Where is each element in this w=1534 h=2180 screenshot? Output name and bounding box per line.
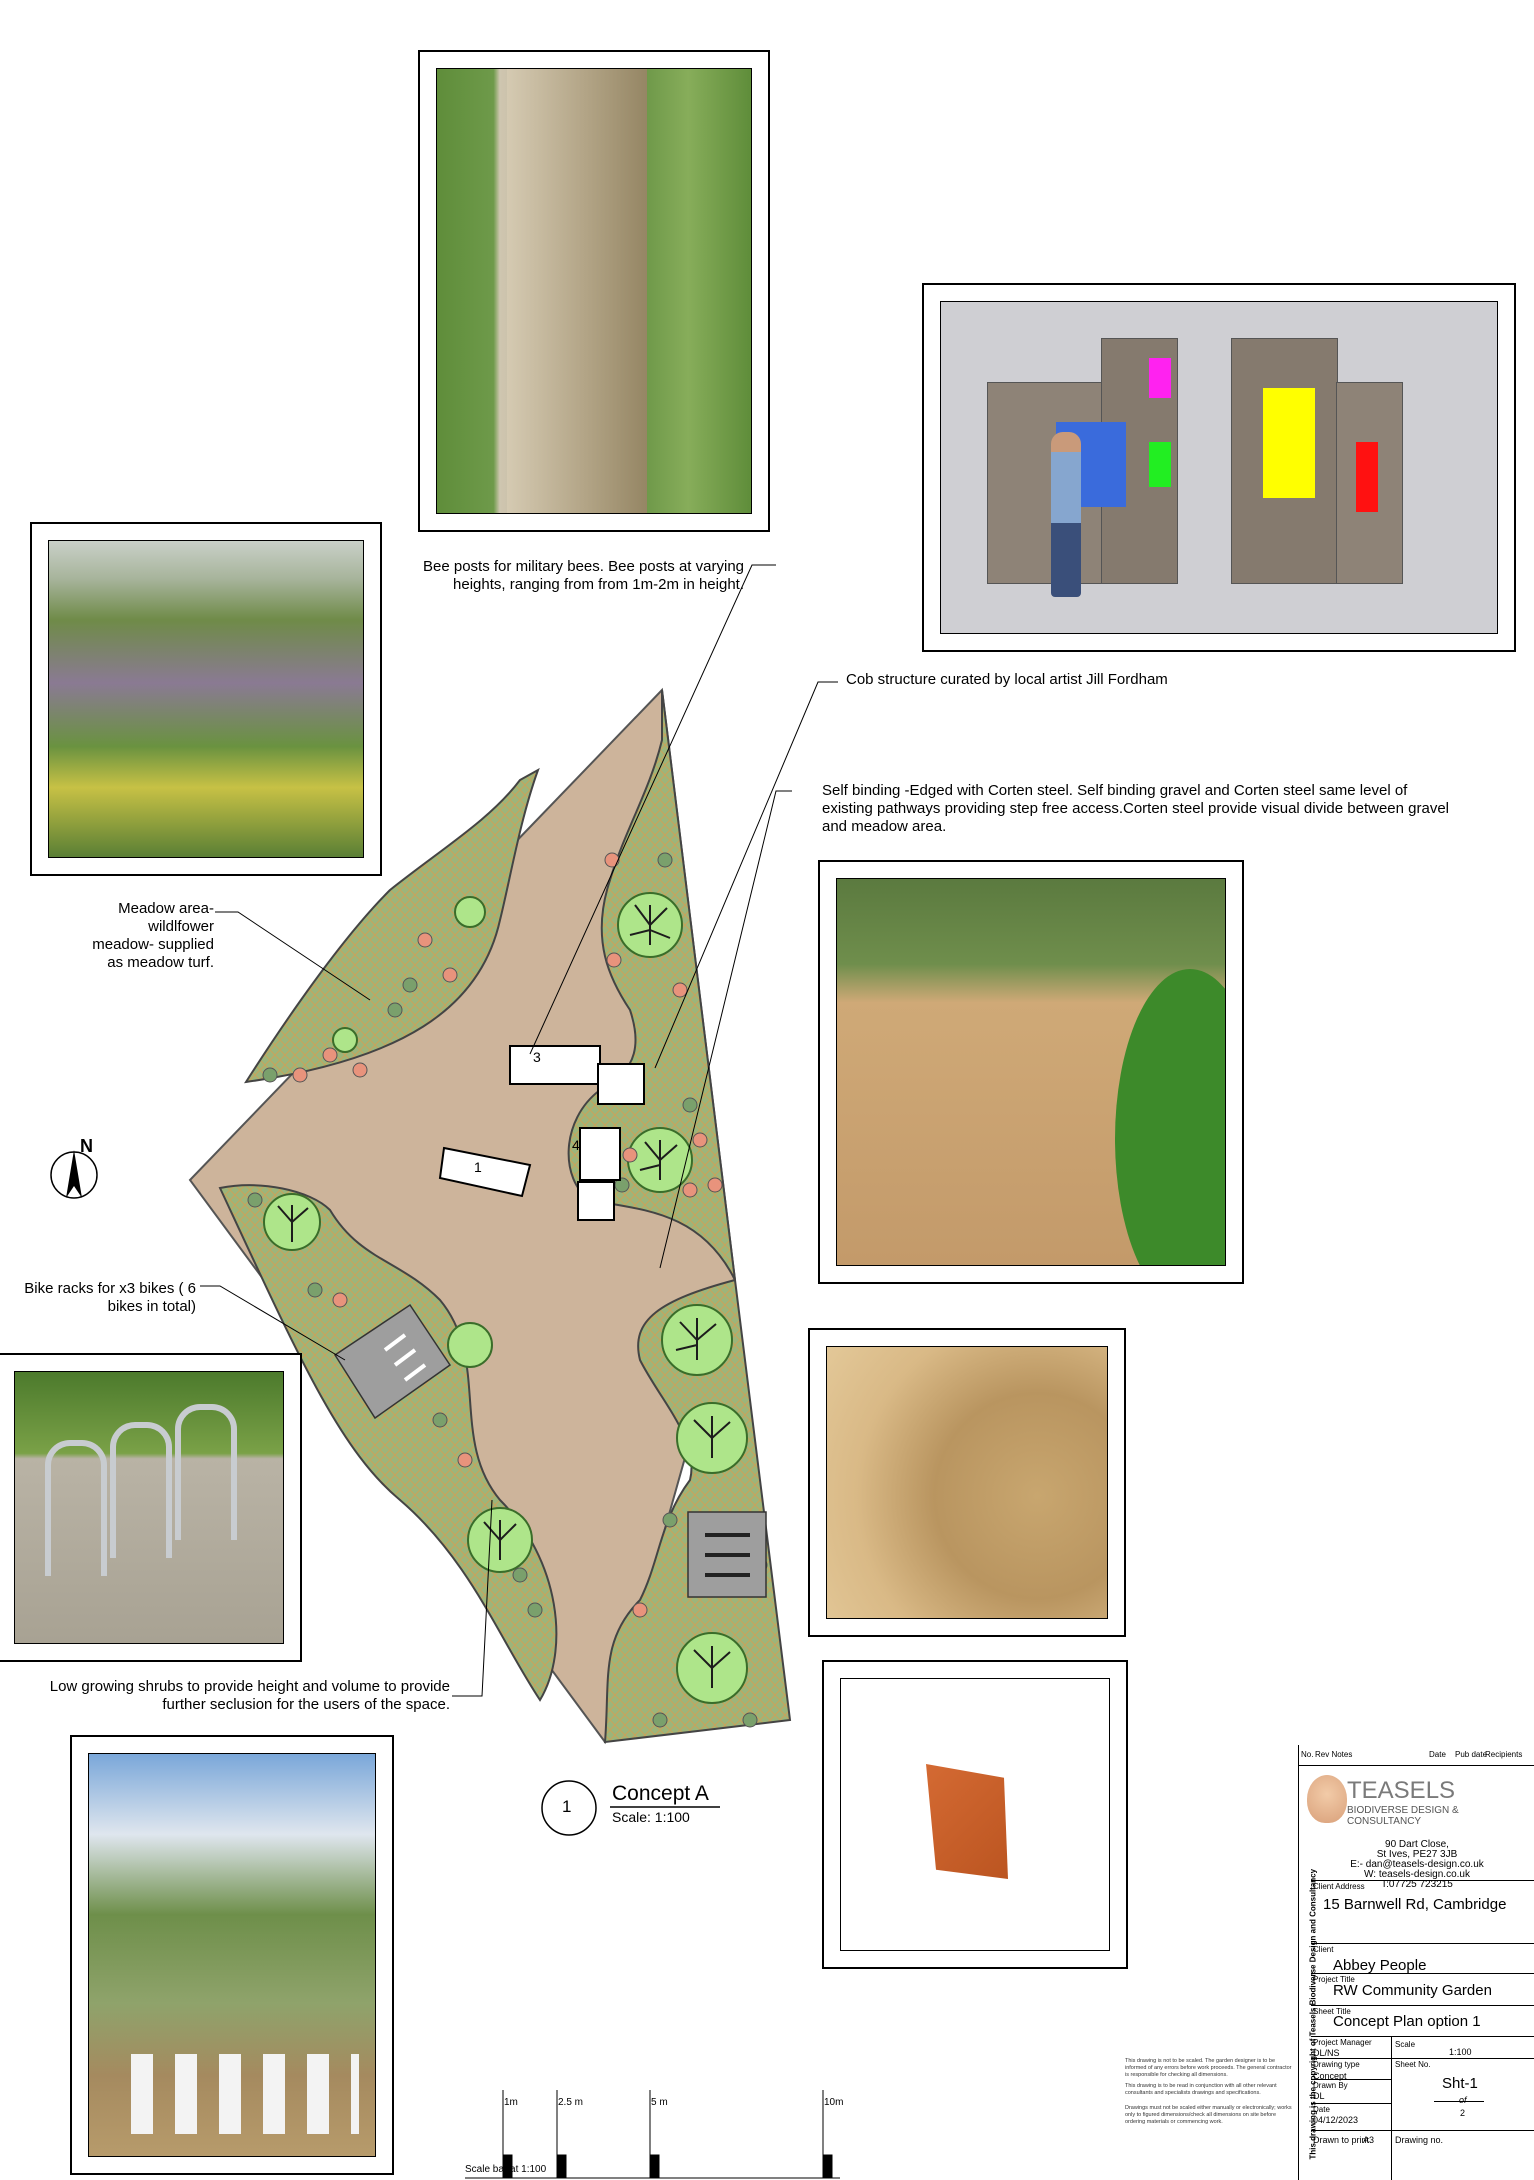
scale-tick-5m: 5 m — [651, 2097, 668, 2108]
gravel-texture-photo-frame — [808, 1328, 1126, 1637]
bike-rack-right — [687, 1511, 767, 1598]
cob-window-yellow — [1263, 388, 1315, 498]
rev-header-notes: Rev Notes — [1315, 1750, 1353, 1759]
bike-rack-hoop-1 — [45, 1440, 107, 1576]
scale-tick-1m: 1m — [504, 2097, 518, 2108]
bike-rack-left — [333, 1303, 452, 1420]
disclaimer-1: This drawing is not to be scaled. The ga… — [1125, 2058, 1292, 2078]
north-arrow — [50, 1150, 98, 1199]
address-line-4: W: teasels-design.co.uk — [1364, 1869, 1470, 1880]
structure-label-4: 4 — [572, 1137, 580, 1153]
drawn-by-label: Drawn By — [1313, 2081, 1348, 2090]
leader-lines — [200, 564, 838, 1697]
disclaimer-3: Drawings must not be scaled either manua… — [1125, 2105, 1292, 2125]
paper-size: A3 — [1363, 2135, 1375, 2145]
project-title: RW Community Garden — [1333, 1982, 1492, 1999]
tree-planting-photo-frame — [70, 1735, 394, 2175]
project-manager-label: Project Manager — [1313, 2038, 1372, 2047]
date: 04/12/2023 — [1313, 2115, 1359, 2125]
rev-header-no: No. — [1301, 1750, 1314, 1759]
project-manager: DL/NS — [1313, 2048, 1340, 2058]
meadow-right-lower — [603, 1278, 792, 1744]
bee-post-wood — [507, 69, 647, 513]
scale-tick-2-5m: 2.5 m — [558, 2097, 584, 2108]
rev-header-recipients: Recipients — [1485, 1750, 1523, 1759]
cob-window-red — [1356, 442, 1378, 512]
sheet-of: of — [1459, 2095, 1467, 2105]
client: Abbey People — [1333, 1957, 1427, 1974]
person-figure — [1051, 432, 1081, 597]
company-logo — [1307, 1775, 1347, 1823]
scale-bar-caption: Scale bar at 1:100 — [465, 2164, 547, 2175]
structure-label-3: 3 — [533, 1049, 541, 1065]
wildflower-meadow-photo-frame — [30, 522, 382, 876]
bee-post-photo-frame — [418, 50, 770, 532]
drawn-to-print-label: Drawn to print — [1313, 2135, 1370, 2145]
annotation-shrubs: Low growing shrubs to provide height and… — [49, 1678, 450, 1713]
sheet-total: 2 — [1460, 2108, 1466, 2118]
client-address-label: Client Address — [1313, 1882, 1365, 1891]
bike-rack-photo-frame — [0, 1353, 302, 1662]
tree-branches — [277, 904, 731, 1688]
address-line-2: St Ives, PE27 3JB — [1376, 1849, 1458, 1860]
corten-steel-edging — [926, 1764, 1008, 1879]
drawing-title-graphic — [541, 1780, 720, 1836]
address-line-5: T:07725 723215 — [1381, 1879, 1453, 1890]
lawn-edge — [1115, 969, 1225, 1265]
rev-header-pub: Pub date — [1455, 1750, 1488, 1759]
cob-structure-render-frame — [922, 283, 1516, 652]
corten-steel-edge-frame — [822, 1660, 1128, 1969]
scale-bar-graphic — [465, 2090, 840, 2179]
drawing-type-label: Drawing type — [1313, 2060, 1360, 2069]
annotation-meadow-area: Meadow area- wildlfower meadow- supplied… — [92, 900, 214, 971]
drawing-type: Concept — [1313, 2071, 1347, 2081]
client-address: 15 Barnwell Rd, Cambridge — [1323, 1896, 1507, 1913]
annotation-bee-posts: Bee posts for military bees. Bee posts a… — [423, 558, 744, 593]
scale-value: 1:100 — [1449, 2047, 1472, 2057]
drawn-by: DL — [1313, 2091, 1325, 2101]
annotation-bike-racks: Bike racks for x3 bikes ( 6 bikes in tot… — [24, 1280, 196, 1315]
meadow-upper-left — [243, 767, 540, 1084]
self-binding-gravel-photo-frame — [818, 860, 1244, 1284]
structure-label-1: 1 — [474, 1159, 482, 1175]
address-line-1: 90 Dart Close, — [1385, 1839, 1449, 1850]
tree-bags — [109, 2054, 359, 2134]
copyright-vertical: This drawing is the copyright of Teasels… — [1308, 1868, 1318, 2160]
cob-window-green — [1149, 442, 1171, 487]
company-name: TEASELS — [1347, 1777, 1456, 1804]
cob-window-magenta — [1149, 358, 1171, 398]
bike-rack-hoop-2 — [110, 1422, 172, 1558]
date-label: Date — [1313, 2105, 1330, 2114]
title-block: No. Rev Notes Date Pub date Recipients T… — [1298, 1745, 1534, 2180]
rev-header-date: Date — [1429, 1750, 1446, 1759]
sheet-title: Concept Plan option 1 — [1333, 2013, 1481, 2030]
shrub-dots — [247, 852, 768, 1728]
project-title-label: Project Title — [1313, 1975, 1355, 1984]
sheet-no: Sht-1 — [1442, 2075, 1478, 2092]
client-label: Client — [1313, 1945, 1334, 1954]
structures — [438, 1045, 645, 1221]
scale-label: Scale — [1395, 2040, 1416, 2049]
drawing-title-number: 1 — [562, 1797, 572, 1816]
disclaimer-2: This drawing is to be read in conjunctio… — [1125, 2083, 1277, 2096]
sheet-title-label: Sheet Title — [1313, 2007, 1351, 2016]
annotation-cob-structure: Cob structure curated by local artist Ji… — [846, 671, 1168, 688]
drawing-no-label: Drawing no. — [1395, 2135, 1444, 2145]
drawing-title-name: Concept A — [612, 1782, 709, 1805]
annotation-self-binding: Self binding -Edged with Corten steel. S… — [822, 782, 1450, 835]
bike-rack-hoop-3 — [175, 1404, 237, 1540]
sheet-no-label: Sheet No. — [1395, 2060, 1431, 2069]
scale-tick-10m: 10m — [824, 2097, 844, 2108]
address-line-3: E:- dan@teasels-design.co.uk — [1350, 1859, 1484, 1870]
drawing-title-scale: Scale: 1:100 — [612, 1809, 690, 1825]
company-sub: BIODIVERSE DESIGN & CONSULTANCY — [1347, 1805, 1459, 1827]
north-label: N — [80, 1136, 93, 1156]
meadow-left-lower — [218, 1184, 558, 1702]
